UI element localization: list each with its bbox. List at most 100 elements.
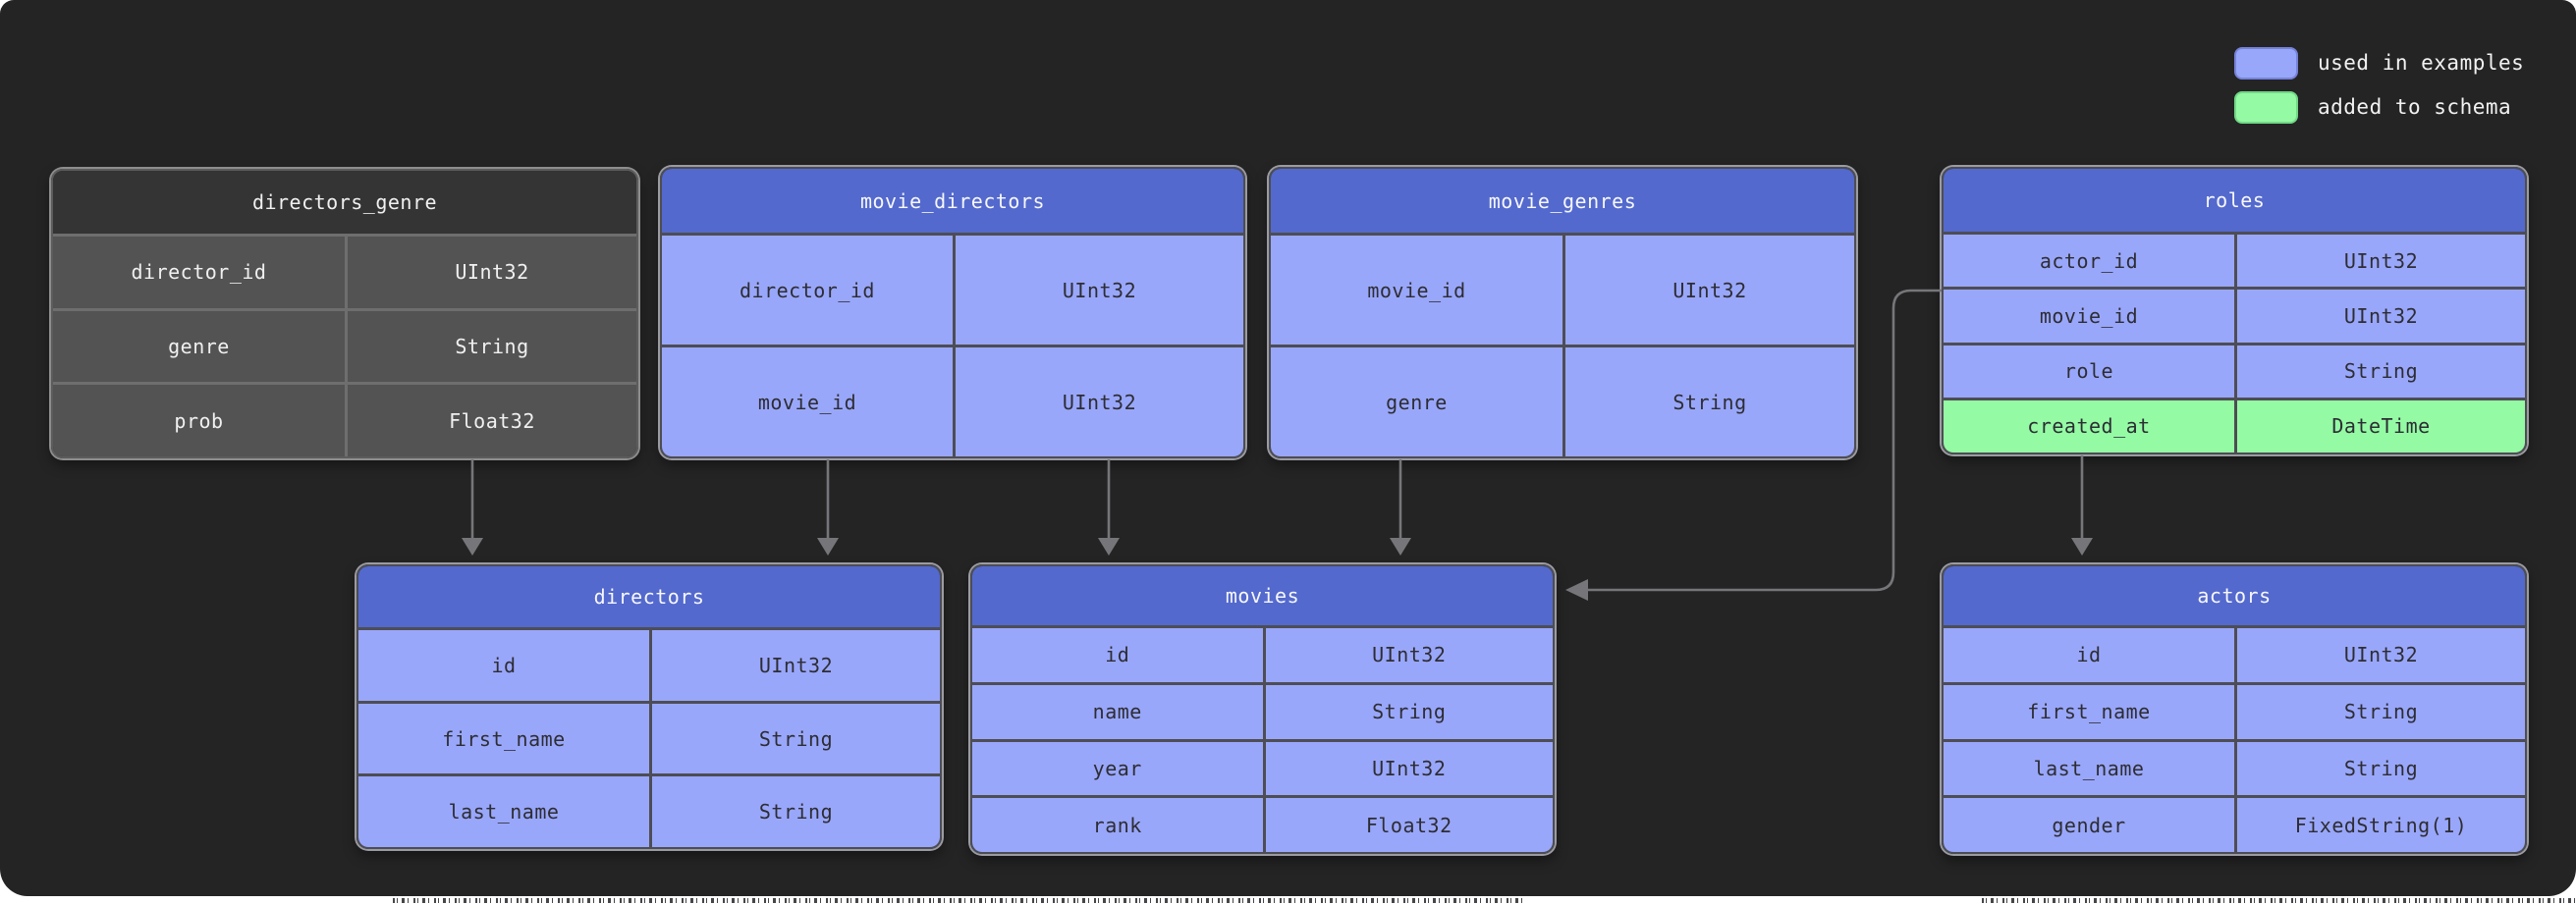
table-row-movie_id: movie_id UInt32 <box>1271 233 1854 345</box>
field-name: last_name <box>2033 756 2145 780</box>
field-type: UInt32 <box>649 630 940 701</box>
field-type: DateTime <box>2234 399 2525 452</box>
table-title: movies <box>972 566 1553 625</box>
field-type: FixedString(1) <box>2234 798 2525 852</box>
field-name: last_name <box>448 800 560 824</box>
arrowhead-down-icon <box>2071 538 2093 556</box>
legend-item-added-to-schema: added to schema <box>2234 90 2524 124</box>
field-name: genre <box>1386 390 1448 414</box>
table-row-movie_id: movie_id UInt32 <box>662 345 1243 456</box>
field-name: role <box>2063 359 2114 384</box>
field-type: String <box>649 703 940 774</box>
field-name: name <box>1092 700 1142 724</box>
table-row-created_at: created_at DateTime <box>1944 397 2525 452</box>
field-name: first_name <box>442 726 566 751</box>
field-name: prob <box>174 408 224 433</box>
arrowhead-down-icon <box>1098 538 1120 556</box>
cutoff-text-marks <box>393 898 1527 903</box>
field-name: genre <box>168 335 230 358</box>
field-type: UInt32 <box>1262 628 1554 682</box>
table-row-movie_id: movie_id UInt32 <box>1944 287 2525 343</box>
legend: used in examples added to schema <box>2234 46 2525 124</box>
field-name: actor_id <box>2039 248 2139 273</box>
field-name: first_name <box>2027 700 2151 724</box>
field-type: Float32 <box>1262 798 1554 852</box>
field-type: UInt32 <box>2234 290 2525 343</box>
field-type: String <box>2234 684 2525 739</box>
table-title: movie_genres <box>1271 169 1854 233</box>
field-type: UInt32 <box>953 236 1243 345</box>
field-type: String <box>1262 684 1554 739</box>
field-name: id <box>491 653 517 677</box>
field-type: String <box>1562 347 1854 456</box>
table-row-year: year UInt32 <box>972 738 1554 796</box>
legend-swatch-added <box>2234 90 2298 124</box>
table-row-first_name: first_name String <box>1944 681 2525 739</box>
table-row-role: role String <box>1944 342 2525 398</box>
table-directors-genre: directors_genre director_id UInt32 genre Str… <box>51 169 638 458</box>
field-name: year <box>1092 756 1142 780</box>
page-bottom-strip <box>0 896 2576 904</box>
table-title: directors <box>358 566 940 627</box>
table-row-director_id: director_id UInt32 <box>53 234 636 308</box>
table-row-gender: gender FixedString(1) <box>1944 795 2525 852</box>
field-type: UInt32 <box>345 237 636 308</box>
table-body: director_id UInt32 genre String prob Float32 <box>53 234 636 456</box>
field-type: String <box>345 310 636 383</box>
table-row-prob: prob Float32 <box>53 382 636 456</box>
table-title: roles <box>1944 169 2525 232</box>
table-row-genre: genre String <box>1271 345 1854 456</box>
field-type: UInt32 <box>2234 628 2525 682</box>
table-row-id: id UInt32 <box>1944 625 2525 682</box>
arrowhead-down-icon <box>462 538 483 556</box>
field-name: rank <box>1092 813 1142 837</box>
legend-label: added to schema <box>2318 95 2512 119</box>
table-row-id: id UInt32 <box>972 625 1553 682</box>
field-name: movie_id <box>2039 303 2139 328</box>
field-name: movie_id <box>757 390 857 414</box>
field-name: id <box>2076 643 2102 667</box>
cutoff-text-marks <box>1982 898 2576 903</box>
arrowhead-down-icon <box>1390 538 1411 556</box>
field-type: String <box>2234 741 2525 796</box>
field-name: director_id <box>131 260 267 285</box>
field-type: UInt32 <box>1262 741 1554 796</box>
table-row-rank: rank Float32 <box>972 795 1553 852</box>
table-title: movie_directors <box>662 169 1243 233</box>
table-movie-genres: movie_genres movie_id UInt32 genre String <box>1269 167 1856 458</box>
arrowhead-down-icon <box>817 538 839 556</box>
table-title: directors_genre <box>53 171 636 234</box>
legend-item-used-in-examples: used in examples <box>2234 46 2525 80</box>
legend-label: used in examples <box>2318 51 2525 75</box>
field-name: movie_id <box>1367 278 1466 302</box>
table-row-genre: genre String <box>53 307 636 383</box>
field-type: UInt32 <box>1562 236 1854 345</box>
table-body: movie_id UInt32 genre String <box>1271 233 1854 456</box>
field-name: created_at <box>2027 414 2151 439</box>
arrowhead-left-icon <box>1565 579 1588 601</box>
field-name: gender <box>2052 813 2126 837</box>
legend-swatch-examples <box>2234 46 2298 80</box>
table-row-id: id UInt32 <box>358 627 940 701</box>
table-row-first_name: first_name String <box>358 700 940 774</box>
field-type: UInt32 <box>953 347 1243 456</box>
field-name: id <box>1105 643 1130 667</box>
field-type: String <box>649 776 940 847</box>
field-type: String <box>2234 345 2525 398</box>
table-row-last_name: last_name String <box>358 773 940 847</box>
table-row-name: name String <box>972 681 1554 739</box>
field-type: Float32 <box>345 385 636 456</box>
